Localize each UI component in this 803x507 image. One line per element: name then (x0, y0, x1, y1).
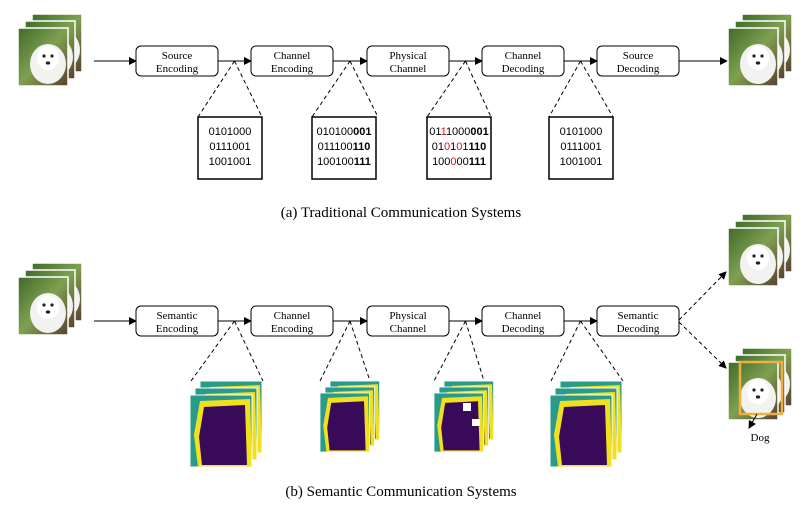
traditional-block-box (481, 45, 565, 77)
branch-arrow-detection (678, 321, 727, 369)
traditional-block-label-line2: Decoding (617, 63, 660, 75)
semantic-zoom-lines (190, 320, 624, 382)
traditional-input-image-stack (17, 13, 83, 87)
semantic-output-detection-stack (727, 347, 793, 429)
traditional-output-image-stack (727, 13, 793, 87)
semantic-output-image-stack (727, 213, 793, 287)
bit-row: 011100110 (318, 141, 371, 153)
traditional-block-box (250, 45, 334, 77)
noise-patch (463, 403, 471, 411)
semantic-block-box (135, 305, 219, 337)
traditional-block-label-line2: Channel (390, 63, 427, 75)
noise-patch (472, 419, 480, 426)
semantic-block-label-line2: Decoding (502, 323, 545, 335)
traditional-blocks: SourceEncodingChannelEncodingPhysicalCha… (135, 45, 680, 77)
traditional-block-label-line1: Channel (505, 50, 542, 62)
traditional-zoom-lines (197, 60, 614, 118)
bit-box-2: 010100001 011100110 100100111 (311, 116, 377, 180)
semantic-block-label-line1: Physical (389, 310, 426, 322)
bit-box-frame (197, 116, 263, 180)
traditional-block-box (596, 45, 680, 77)
traditional-block-label-line1: Source (162, 50, 193, 62)
traditional-block-label-line2: Encoding (156, 63, 199, 75)
semantic-map-stack-1 (189, 380, 263, 468)
bit-box-4: 0101000 0111001 1001001 (548, 116, 614, 180)
bit-row: 010101110 (432, 141, 487, 153)
semantic-block-box (366, 305, 450, 337)
bit-row: 0111001 (209, 141, 250, 153)
detected-label: Dog (751, 432, 770, 444)
traditional-zoom-line-left (548, 60, 581, 118)
semantic-block-label-line1: Semantic (157, 310, 198, 322)
semantic-zoom-line-left (190, 320, 235, 382)
traditional-zoom-line-right (349, 60, 379, 118)
traditional-zoom-line-right (465, 60, 492, 118)
semantic-zoom-line-left (433, 320, 466, 382)
semantic-block-box (596, 305, 680, 337)
detection-box (738, 360, 784, 416)
semantic-zoom-line-right (465, 320, 485, 382)
traditional-caption: (a) Traditional Communication Systems (281, 205, 522, 221)
semantic-map-stack-4 (549, 380, 623, 468)
traditional-block-box (366, 45, 450, 77)
semantic-caption: (b) Semantic Communication Systems (285, 484, 516, 500)
semantic-zoom-line-right (349, 320, 371, 382)
bit-row: 010100001 (316, 126, 371, 138)
traditional-zoom-line-right (234, 60, 263, 118)
bit-box-frame (548, 116, 614, 180)
bit-box-3: 0111000001 010101110 100000111 (426, 116, 492, 180)
semantic-blocks: SemanticEncodingChannelEncodingPhysicalC… (135, 305, 680, 337)
bit-row: 0101000 (560, 126, 603, 138)
bit-row: 0111000001 (429, 126, 489, 138)
semantic-block-label-line1: Channel (274, 310, 311, 322)
semantic-block-label-line2: Decoding (617, 323, 660, 335)
traditional-bit-boxes: 0101000 0111001 1001001 010100001 011100110 1… (197, 116, 614, 180)
semantic-block-label-line2: Channel (390, 323, 427, 335)
bit-box-1: 0101000 0111001 1001001 (197, 116, 263, 180)
semantic-map-stack-2 (319, 380, 381, 453)
semantic-block-label-line2: Encoding (271, 323, 314, 335)
traditional-zoom-line-left (426, 60, 466, 118)
semantic-block-label-line1: Channel (505, 310, 542, 322)
traditional-zoom-line-left (311, 60, 351, 118)
branch-arrow-image (678, 271, 727, 321)
semantic-map-stack-3-noisy (433, 380, 495, 453)
bit-row: 100100111 (317, 156, 371, 168)
bit-row: 0111001 (560, 141, 601, 153)
semantic-block-box (481, 305, 565, 337)
bit-row: 1001001 (209, 156, 252, 168)
bit-box-frame (311, 116, 377, 180)
traditional-block-label-line1: Physical (389, 50, 426, 62)
traditional-block-label-line2: Encoding (271, 63, 314, 75)
bit-box-frame (426, 116, 492, 180)
semantic-block-box (250, 305, 334, 337)
traditional-block-label-line2: Decoding (502, 63, 545, 75)
bit-row: 0101000 (209, 126, 252, 138)
semantic-input-image-stack (17, 262, 83, 336)
semantic-block-label-line1: Semantic (618, 310, 659, 322)
semantic-zoom-line-right (580, 320, 624, 382)
bit-row: 100000111 (432, 156, 486, 168)
semantic-block-label-line2: Encoding (156, 323, 199, 335)
traditional-block-label-line1: Source (623, 50, 654, 62)
traditional-block-box (135, 45, 219, 77)
traditional-block-label-line1: Channel (274, 50, 311, 62)
bit-row: 1001001 (560, 156, 603, 168)
label-pointer-arrow (748, 413, 758, 429)
traditional-zoom-line-right (580, 60, 614, 118)
